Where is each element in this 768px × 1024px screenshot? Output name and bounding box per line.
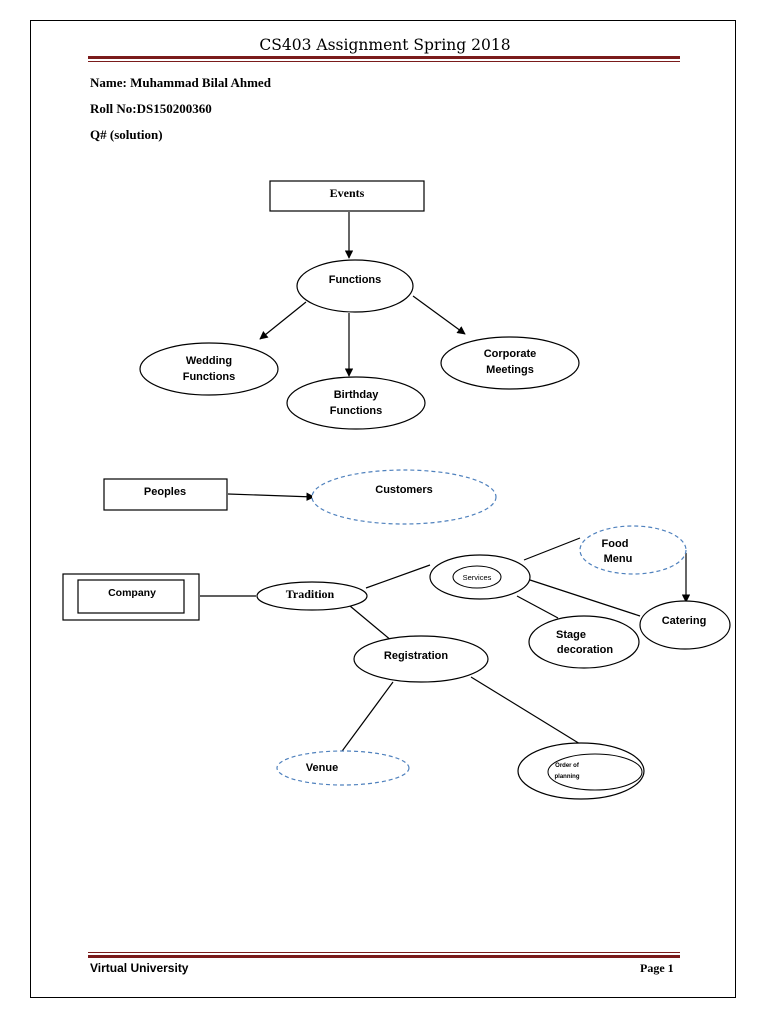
- registration-label: Registration: [384, 650, 448, 662]
- stage-label-2: decoration: [557, 644, 614, 656]
- tradition-label: Tradition: [286, 587, 335, 601]
- question-label: Q# (solution): [90, 127, 163, 142]
- page-title: CS403 Assignment Spring 2018: [259, 36, 511, 54]
- wedding-label-1: Wedding: [186, 355, 232, 367]
- birthday-label-2: Functions: [330, 405, 383, 417]
- stage-label-1: Stage: [556, 629, 586, 641]
- header-rule: [88, 56, 680, 59]
- birthday-label-1: Birthday: [334, 389, 380, 401]
- tradition-node: [256, 581, 368, 611]
- roll-number: Roll No:DS150200360: [90, 101, 212, 116]
- wedding-label-2: Functions: [183, 371, 236, 383]
- venue-label: Venue: [306, 762, 338, 774]
- events-label: Events: [330, 186, 365, 200]
- order-label-2: planning: [555, 774, 580, 780]
- food-label-1: Food: [602, 538, 629, 550]
- page-border: [30, 20, 736, 998]
- catering-node: [639, 600, 731, 650]
- edge-registration-venue: [336, 681, 394, 759]
- edge-services-food: [523, 537, 581, 561]
- edge-tradition-services: [365, 564, 431, 589]
- services-node-inner: [452, 565, 502, 589]
- corporate-label-2: Meetings: [486, 364, 534, 376]
- customers-label: Customers: [375, 484, 432, 496]
- company-inner-box: [77, 579, 185, 614]
- services-label: Services: [463, 573, 492, 582]
- edge-services-stage: [516, 595, 559, 619]
- order-node-inner: [547, 753, 643, 791]
- footer-university: Virtual University: [90, 961, 189, 975]
- peoples-label: Peoples: [144, 486, 186, 498]
- edge-tradition-registration: [349, 605, 393, 642]
- edge-functions-corporate: [412, 295, 466, 335]
- functions-node: [296, 259, 414, 313]
- edge-registration-order: [470, 676, 586, 748]
- student-name: Name: Muhammad Bilal Ahmed: [90, 75, 271, 90]
- order-label-1: Order of: [555, 763, 580, 769]
- stage-node: [528, 615, 640, 669]
- edge-functions-wedding: [259, 301, 307, 340]
- birthday-node: [286, 376, 426, 430]
- footer-rule-thin: [88, 952, 680, 953]
- page-number: Page 1: [640, 961, 674, 975]
- food-label-2: Menu: [604, 553, 633, 565]
- food-menu-node: [579, 525, 687, 575]
- wedding-node: [139, 342, 279, 396]
- venue-node: [276, 750, 410, 786]
- customers-node: [311, 469, 497, 525]
- events-box: [269, 180, 425, 212]
- company-label: Company: [108, 587, 156, 599]
- edge-services-catering: [529, 579, 641, 617]
- edge-peoples-customers: [227, 492, 315, 501]
- footer-rule: [88, 955, 680, 958]
- catering-label: Catering: [662, 615, 707, 627]
- registration-node: [353, 635, 489, 683]
- corporate-label-1: Corporate: [484, 348, 537, 360]
- corporate-node: [440, 336, 580, 390]
- header-rule-thin: [88, 61, 680, 62]
- functions-label: Functions: [329, 274, 382, 286]
- peoples-box: [103, 478, 228, 511]
